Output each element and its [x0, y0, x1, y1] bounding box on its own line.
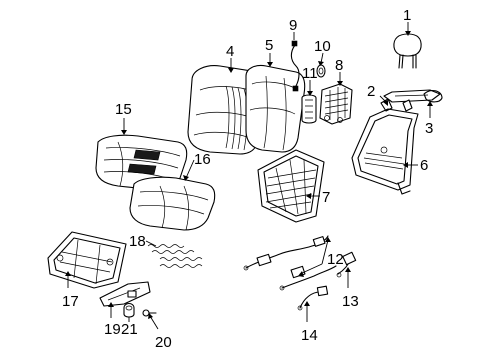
wiring-harness [243, 235, 337, 291]
seat-side-shield [99, 281, 151, 307]
callout-21: 21 [121, 321, 138, 338]
seatback-pad [245, 64, 306, 153]
callout-17: 17 [62, 293, 79, 310]
seat-spring-frame [257, 149, 325, 223]
callout-1: 1 [403, 7, 411, 24]
springs [147, 244, 203, 268]
leader-lines [65, 22, 433, 330]
knob [123, 302, 135, 318]
callout-5: 5 [265, 37, 273, 54]
callout-3: 3 [425, 120, 433, 137]
callout-18: 18 [129, 233, 146, 250]
callout-11: 11 [302, 65, 318, 82]
seat-cushion-pad [129, 176, 216, 231]
connector-wire [336, 251, 357, 278]
callout-2: 2 [367, 83, 375, 100]
callout-19: 19 [104, 321, 121, 338]
callout-6: 6 [420, 157, 428, 174]
clip [316, 64, 326, 78]
callout-8: 8 [335, 57, 343, 74]
headrest-guide-trim [380, 89, 443, 112]
seatback-frame [351, 108, 419, 195]
callout-14: 14 [301, 327, 318, 344]
callout-numbers: 1 2 3 4 5 6 7 8 9 10 11 12 13 14 15 16 1… [62, 7, 433, 351]
callout-16: 16 [194, 151, 211, 168]
lumbar-pad [301, 94, 317, 124]
callout-20: 20 [155, 334, 172, 351]
lumbar-support [319, 83, 353, 125]
callout-7: 7 [322, 189, 330, 206]
callout-10: 10 [314, 38, 331, 55]
lumbar-cable [290, 40, 300, 92]
cable [297, 285, 329, 311]
callout-15: 15 [115, 101, 132, 118]
callout-12: 12 [327, 251, 344, 268]
headrest [393, 33, 422, 69]
seat-adjuster-track [47, 231, 127, 289]
callout-9: 9 [289, 17, 297, 34]
seat-cushion-cover [95, 134, 188, 191]
callout-13: 13 [342, 293, 359, 310]
callout-4: 4 [226, 43, 234, 60]
